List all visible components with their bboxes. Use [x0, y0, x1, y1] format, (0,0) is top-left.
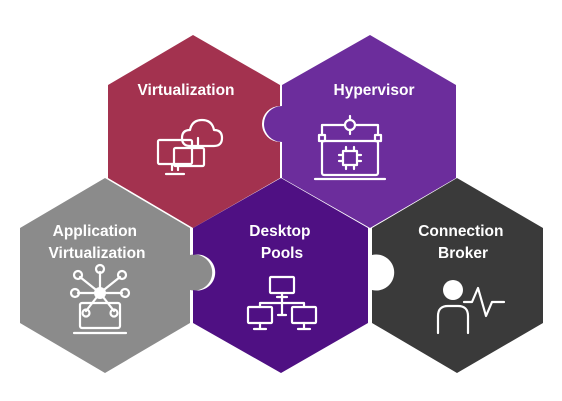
hex-hypervisor — [264, 35, 456, 228]
label-connection-broker-line2: Broker — [438, 245, 488, 262]
piece-application-virtualization: Application Virtualization — [20, 178, 213, 373]
piece-hypervisor: Hypervisor — [264, 35, 456, 228]
label-connection-broker-line1: Connection — [418, 223, 503, 240]
piece-connection-broker: Connection Broker — [372, 178, 543, 373]
svg-text:Virtualization: Virtualization — [137, 82, 234, 99]
svg-text:Desktop Pools: Desktop Pools — [249, 223, 314, 262]
cloud-computer-icon — [156, 118, 224, 176]
label-desktop-pools-line2: Pools — [261, 245, 303, 262]
hex-virtualization — [108, 35, 280, 228]
label-virtualization-line1: Virtualization — [137, 82, 234, 99]
label-desktop-pools-line1: Desktop — [249, 223, 310, 240]
svg-text:Connection Broker: Connection Broker — [418, 223, 508, 262]
hex-desktop-pools — [193, 178, 368, 373]
hex-application-virtualization — [20, 178, 213, 373]
svg-text:Hypervisor: Hypervisor — [334, 82, 415, 99]
label-application-virtualization-line1: Application — [53, 223, 137, 240]
hex-connection-broker — [372, 178, 543, 373]
label-hypervisor-line1: Hypervisor — [334, 82, 415, 99]
app-network-laptop-icon — [69, 263, 131, 335]
piece-desktop-pools: Desktop Pools — [193, 178, 368, 373]
label-application-virtualization-line2: Virtualization — [48, 245, 145, 262]
laptop-chip-icon — [313, 114, 387, 181]
svg-text:Application Virtualizati: Application Virtualization — [48, 223, 145, 262]
piece-virtualization: Virtualization — [108, 35, 280, 228]
user-pulse-icon — [436, 280, 506, 335]
networked-monitors-icon — [246, 275, 318, 331]
